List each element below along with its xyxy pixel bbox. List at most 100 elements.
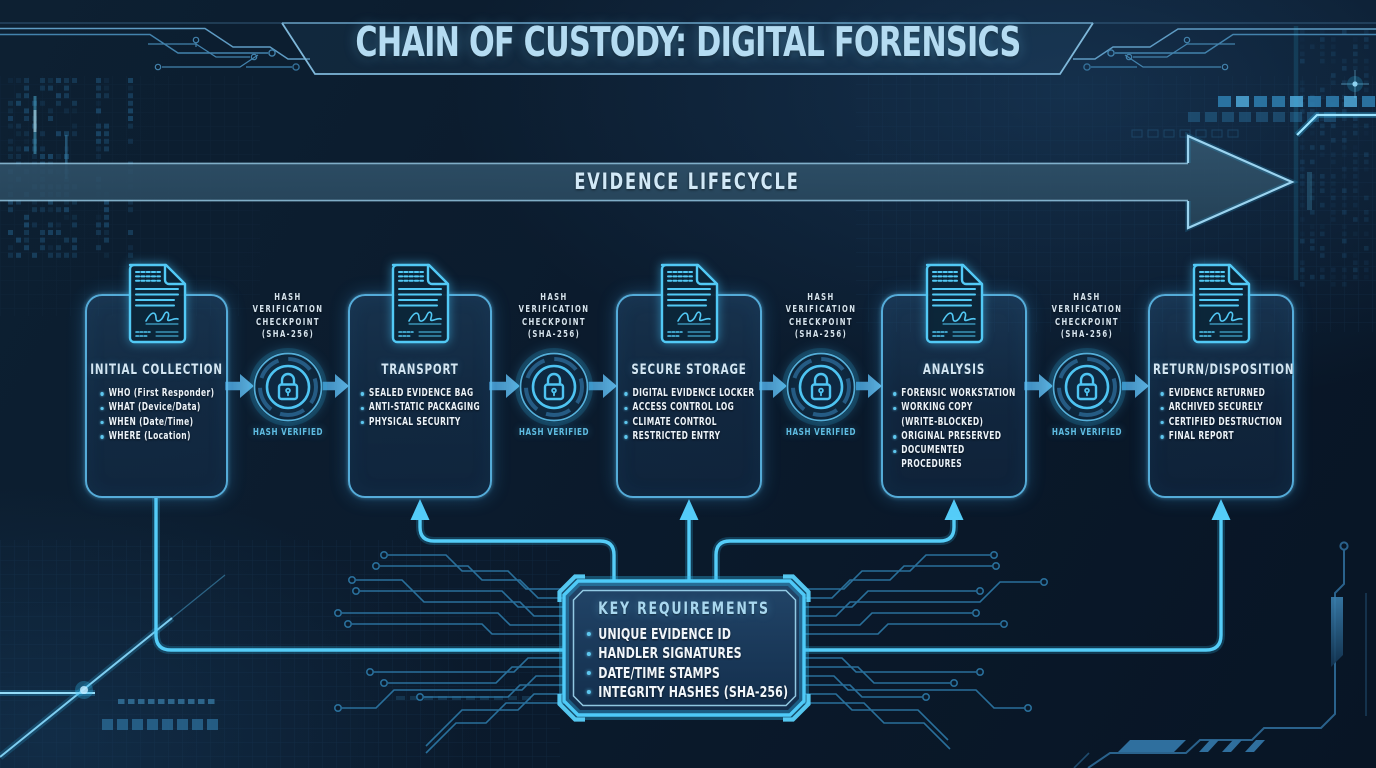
bright-circuit-top-right [1293, 26, 1376, 280]
circuit-trace [342, 675, 564, 709]
stage-bullet: ACCESS CONTROL LOG [623, 401, 754, 415]
checkpoint-label-line: VERIFICATION [1051, 304, 1123, 316]
hash-lock-icon [1048, 348, 1126, 426]
checkpoint-label-line: CHECKPOINT [789, 316, 853, 328]
circuit-trace [374, 657, 564, 673]
circuit-via-dot [999, 619, 1008, 628]
stage-bullet: DIGITAL EVIDENCE LOCKER [623, 387, 754, 401]
key-requirements-title: KEY REQUIREMENTS [598, 599, 770, 619]
circuit-via-dot [975, 586, 984, 595]
document-icon-art [128, 263, 186, 344]
page-title: CHAIN OF CUSTODY: DIGITAL FORENSICS [355, 18, 1021, 66]
frame-bottom-right [1073, 541, 1367, 768]
document-icon [925, 263, 984, 344]
stage-return-disposition: RETURN/DISPOSITION EVIDENCE RETURNED ARC… [1148, 263, 1295, 498]
checkpoint-label-line: CHECKPOINT [1055, 316, 1119, 328]
checkpoint-status: HASH VERIFIED [785, 427, 857, 438]
flow-arrow [856, 374, 882, 398]
document-icon [391, 263, 450, 344]
circuit-trace [804, 590, 976, 608]
stage-bullet: WHEN (Date/Time) [99, 416, 214, 430]
checkpoint-label-line: VERIFICATION [252, 304, 324, 316]
stage-analysis: ANALYSIS FORENSIC WORKSTATION WORKING CO… [881, 263, 1027, 498]
circuit-via-dot [379, 678, 388, 687]
document-icon [128, 263, 186, 344]
circuit-trace [804, 693, 949, 741]
circuit-trace [804, 612, 972, 626]
checkpoint-label-line: (SHA-256) [527, 328, 581, 340]
circuit-trace [804, 565, 992, 599]
circuit-via-dot [971, 608, 980, 617]
lock-emblem [249, 348, 327, 426]
keyreq-fanout-traces [333, 550, 1049, 754]
checkpoint-status: HASH VERIFIED [518, 427, 590, 438]
document-icon [660, 263, 719, 344]
circuit-via-dot [989, 550, 998, 559]
circuit-via-dot [343, 619, 352, 628]
flow-arrow [489, 374, 520, 398]
document-icon [1192, 263, 1251, 344]
flow-arrow [1024, 374, 1053, 398]
stage-secure-storage: SECURE STORAGE DIGITAL EVIDENCE LOCKER A… [616, 263, 762, 498]
title-banner-frame [0, 22, 1376, 75]
stage-bullet: FINAL REPORT [1160, 430, 1283, 444]
circuit-trace [342, 612, 564, 626]
stage-title: TRANSPORT [381, 362, 459, 378]
circuit-trace [388, 554, 564, 590]
circuit-top-left [0, 27, 310, 71]
circuit-via-dot [347, 575, 356, 584]
circuit-via-dot [949, 678, 958, 687]
lock-emblem [782, 348, 860, 426]
stage-title: RETURN/DISPOSITION [1152, 362, 1295, 378]
hash-lock-icon [249, 348, 327, 426]
key-requirements-panel [557, 574, 811, 722]
checkpoint-label-line: VERIFICATION [518, 304, 590, 316]
square-rows-bottom-left [102, 696, 531, 730]
stage-bullet: SEALED EVIDENCE BAG [360, 387, 480, 401]
stage-bullet: WHERE (Location) [99, 430, 214, 444]
stage-bullet: PHYSICAL SECURITY [360, 416, 480, 430]
flow-arrow [588, 374, 617, 398]
stage-transport: TRANSPORT SEALED EVIDENCE BAG ANTI-STATI… [348, 263, 492, 498]
document-icon-art [1192, 263, 1251, 344]
circuit-via-dot [351, 586, 360, 595]
checkpoint-label-line: CHECKPOINT [256, 316, 320, 328]
stage-bullet: DOCUMENTED PROCEDURES [892, 444, 1015, 473]
checkpoint-label-line: (SHA-256) [1060, 328, 1114, 340]
checkpoint-status: HASH VERIFIED [1051, 427, 1123, 438]
checkpoint-label-line: HASH [540, 292, 568, 303]
key-requirement-item: DATE/TIME STAMPS [586, 664, 788, 683]
circuit-top-right [1073, 28, 1376, 71]
connector-arrowheads [410, 499, 1231, 520]
flow-arrow [1122, 374, 1149, 398]
checkpoint-status: HASH VERIFIED [252, 427, 324, 438]
lock-emblem [1048, 348, 1126, 426]
circuit-via-dot [991, 561, 1000, 570]
circuit-trace [352, 623, 564, 635]
flow-arrow [225, 374, 254, 398]
stage-bullet-list: EVIDENCE RETURNED ARCHIVED SECURELY CERT… [1160, 387, 1283, 444]
stage-bullet: FORENSIC WORKSTATION [892, 387, 1015, 401]
circuit-trace [804, 675, 1024, 709]
stage-title: INITIAL COLLECTION [90, 362, 223, 378]
checkpoint-label-line: HASH [274, 292, 302, 303]
hash-lock-icon [782, 348, 860, 426]
padlock-icon [1076, 372, 1098, 401]
circuit-via-dot [379, 550, 388, 559]
padlock-icon [810, 372, 832, 401]
stage-bullet: WORKING COPY (WRITE-BLOCKED) [892, 401, 1015, 430]
stage-bullet: ANTI-STATIC PACKAGING [360, 401, 480, 415]
stage-bullet: ORIGINAL PRESERVED [892, 430, 1015, 444]
glow-lines-bottom-left [0, 574, 226, 760]
checkpoint-label-line: CHECKPOINT [522, 316, 586, 328]
circuit-trace [424, 684, 564, 698]
stage-bullet: WHAT (Device/Data) [99, 401, 214, 415]
circuit-via-dot [333, 608, 342, 617]
stage-block-arrows [225, 374, 1149, 398]
padlock-icon [277, 372, 299, 401]
